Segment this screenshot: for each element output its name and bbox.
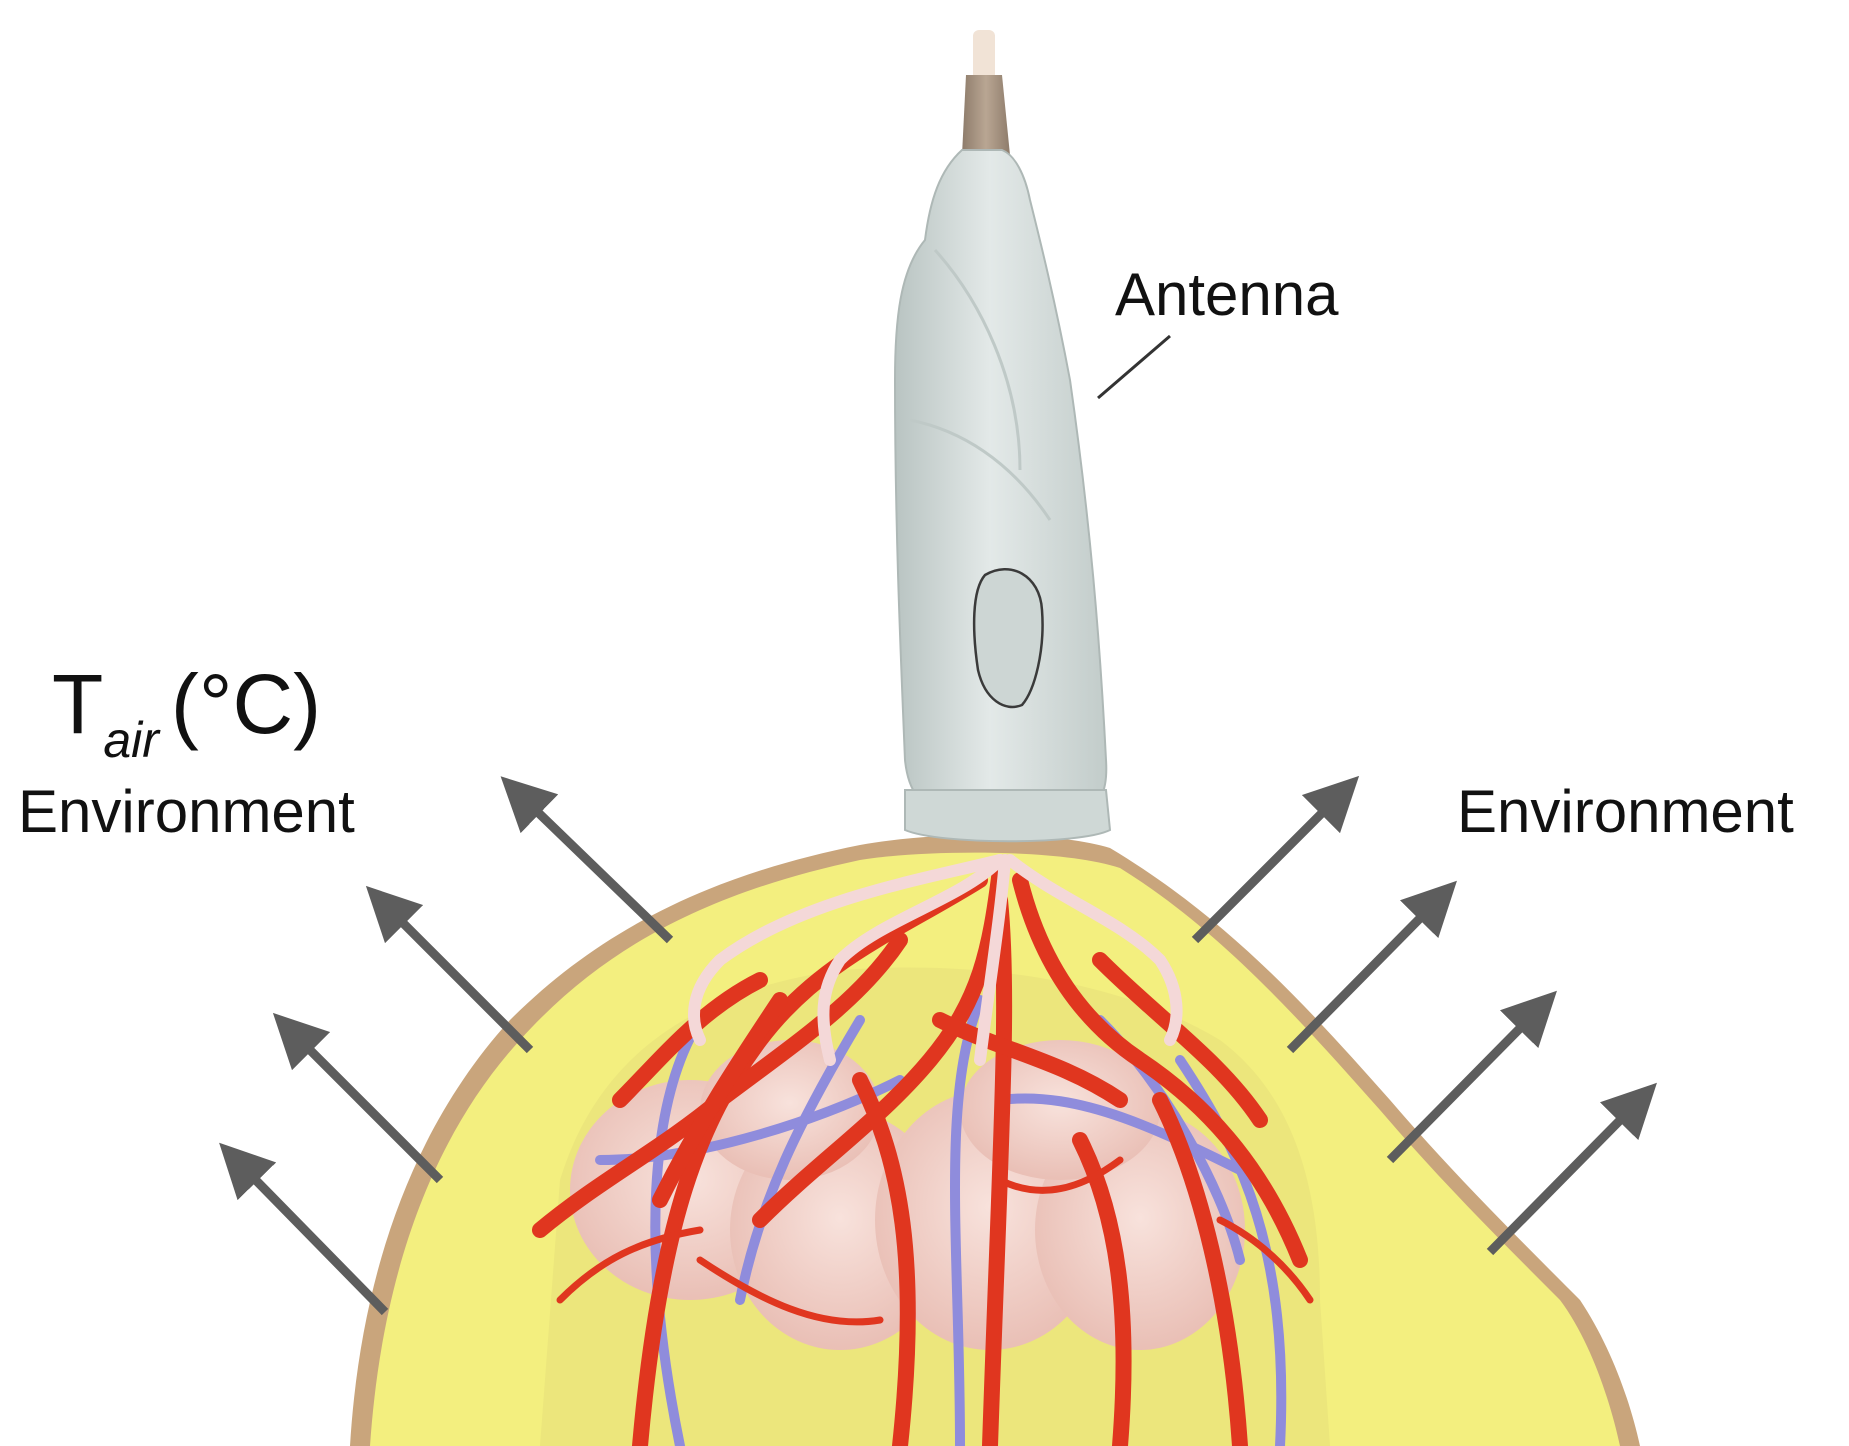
- antenna-leader-line: [1097, 334, 1171, 400]
- environment-right-text: Environment: [1457, 778, 1794, 845]
- environment-label-right: Environment: [1457, 782, 1794, 842]
- arrow-up-outward-icon: [272, 1012, 444, 1184]
- environment-label-left: Environment: [18, 782, 355, 842]
- temperature-symbol: T: [52, 657, 104, 751]
- temperature-subscript: air: [103, 712, 159, 768]
- arrow-up-outward-icon: [1286, 880, 1457, 1054]
- environment-left-text: Environment: [18, 778, 355, 845]
- arteries: [532, 862, 1308, 1446]
- arrow-up-outward-icon: [1191, 775, 1360, 944]
- left-heat-arrows: [219, 776, 674, 1316]
- arrow-up-outward-icon: [500, 776, 674, 944]
- minor-arteries: [556, 1156, 1314, 1326]
- antenna-label-text: Antenna: [1115, 261, 1339, 328]
- microwave-antenna-probe-icon: [893, 30, 1112, 843]
- air-temperature-label: Tair(°C): [52, 662, 321, 765]
- arrow-up-outward-icon: [1486, 1082, 1657, 1256]
- arrow-up-outward-icon: [365, 885, 534, 1054]
- temperature-unit: (°C): [170, 657, 322, 751]
- arrow-up-outward-icon: [219, 1142, 389, 1316]
- arrow-up-outward-icon: [1386, 990, 1557, 1164]
- right-heat-arrows: [1191, 775, 1657, 1256]
- antenna-label: Antenna: [1115, 265, 1339, 325]
- milk-ducts: [688, 854, 1183, 1066]
